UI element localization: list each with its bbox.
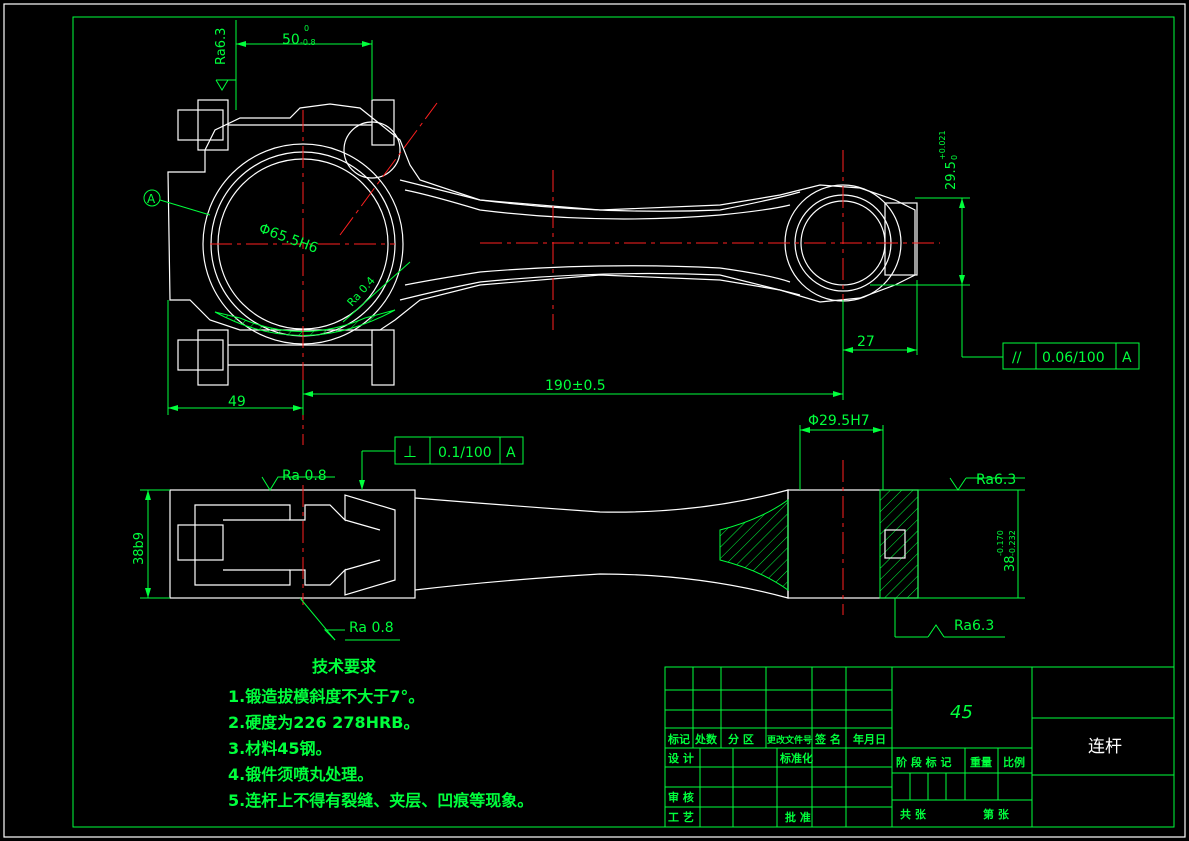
dimension-labels: Ra6.3 50 0 -0.8 Φ65.5H6 Ra 0.4 A 29.5 +0… [132, 24, 1018, 636]
header-mark: 标记 [667, 732, 690, 746]
side-view-dimensions [140, 425, 1025, 641]
height-29-5-tol-lower: 0 [950, 155, 959, 160]
dim-49-label: 49 [228, 394, 246, 410]
perpendicular-value: 0.1/100 [438, 445, 492, 461]
ra-08-bottom-label: Ra 0.8 [349, 620, 394, 636]
thickness-38-tol-upper: -0.170 [996, 530, 1005, 556]
width-50-tol-lower: -0.8 [300, 38, 316, 47]
material-label: 45 [950, 702, 973, 723]
part-name-label: 连杆 [1088, 737, 1122, 757]
dim-27-label: 27 [857, 334, 875, 350]
header-zone: 分 区 [728, 732, 754, 746]
outer-frame [3, 3, 1186, 838]
review-label: 审 核 [668, 790, 694, 804]
note-4: 4.锻件须喷丸处理。 [228, 765, 373, 784]
technical-notes: 技术要求 1.锻造拔模斜度不大于7°。 2.硬度为226 278HRB。 3.材… [228, 657, 533, 810]
side-view [169, 460, 919, 615]
ra-08-top-label: Ra 0.8 [282, 468, 327, 484]
perpendicular-symbol: ⊥ [403, 442, 417, 461]
header-count: 处数 [694, 732, 718, 746]
standard-label: 标准化 [779, 751, 813, 765]
approve-label: 批 准 [785, 810, 811, 824]
thickness-38-tol-lower: -0.232 [1008, 530, 1017, 556]
ra-top-label: Ra6.3 [214, 28, 229, 65]
header-change-doc: 更改文件号 [767, 734, 812, 746]
process-label: 工 艺 [668, 810, 694, 824]
title-block: 45 连杆 标记 处数 分 区 更改文件号 签 名 年月日 设 计 标准化 阶 … [664, 666, 1175, 828]
design-label: 设 计 [668, 751, 694, 765]
parallel-symbol: // [1012, 350, 1022, 366]
center-distance-label: 190±0.5 [545, 378, 606, 394]
thickness-38b9-label: 38b9 [132, 532, 147, 565]
ra-63-right-top-label: Ra6.3 [976, 472, 1016, 488]
big-bore-label: Φ65.5H6 [257, 221, 320, 257]
width-50-tol-upper: 0 [304, 24, 309, 33]
height-29-5-label: 29.5 [944, 161, 959, 190]
inner-frame [72, 16, 1175, 828]
note-5: 5.连杆上不得有裂缝、夹层、凹痕等现象。 [228, 791, 533, 810]
scale-label: 比例 [1003, 755, 1025, 769]
stage-mark-label: 阶 段 标 记 [896, 755, 952, 769]
note-3: 3.材料45钢。 [228, 739, 331, 758]
weight-label: 重量 [970, 755, 992, 769]
small-bore-label: Φ29.5H7 [808, 413, 870, 429]
total-sheets-label: 共 张 [900, 807, 927, 821]
front-view-dimensions [143, 20, 1140, 415]
parallel-value: 0.06/100 [1042, 350, 1105, 366]
parallel-datum: A [1122, 350, 1132, 366]
note-2: 2.硬度为226 278HRB。 [228, 713, 420, 732]
tolerance-frames: // 0.06/100 A ⊥ 0.1/100 A [403, 350, 1132, 461]
ra-63-right-bottom-label: Ra6.3 [954, 618, 994, 634]
note-1: 1.锻造拔模斜度不大于7°。 [228, 687, 424, 706]
height-29-5-tol-upper: +0.021 [938, 130, 947, 160]
header-signature: 签 名 [814, 732, 841, 746]
thickness-38-label: 38 [1003, 555, 1018, 572]
sheet-number-label: 第 张 [983, 807, 1010, 821]
notes-title: 技术要求 [312, 657, 377, 676]
datum-a-label: A [147, 192, 156, 206]
header-date: 年月日 [853, 732, 886, 746]
width-50-label: 50 [282, 32, 300, 48]
perpendicular-datum: A [506, 445, 516, 461]
